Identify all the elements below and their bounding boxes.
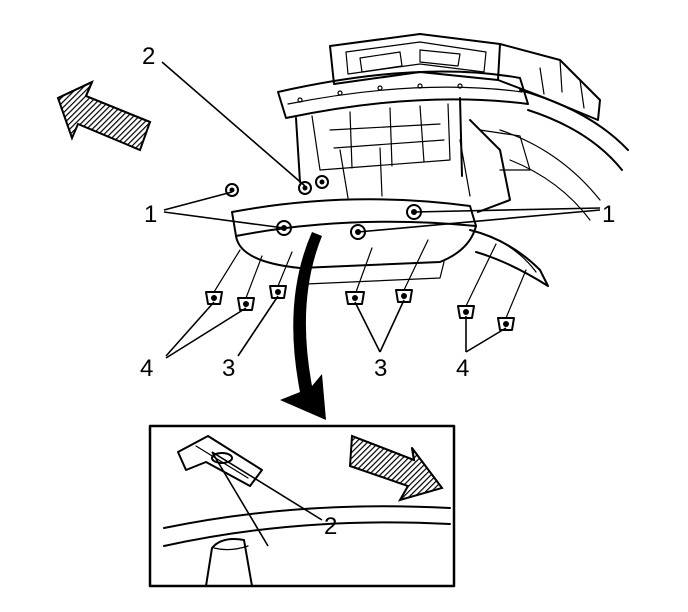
- leader-lines: [161, 61, 601, 359]
- push-pin-retainer-icon: [269, 285, 287, 299]
- push-pin-retainer-icon: [225, 183, 239, 197]
- callout-3-center: 3: [374, 355, 387, 382]
- push-pin-retainer-icon: [345, 291, 365, 305]
- direction-arrow-icon: [348, 434, 444, 502]
- push-pin-retainer-icon: [497, 317, 515, 331]
- callout-3-left: 3: [222, 355, 235, 382]
- push-pin-retainer-icon: [395, 289, 413, 303]
- callout-1-right: 1: [602, 201, 615, 228]
- detail-inset: 2: [148, 424, 456, 588]
- callout-4-left: 4: [140, 355, 153, 382]
- callout-4-right: 4: [456, 355, 469, 382]
- vehicle-frame-structure: [231, 33, 629, 287]
- push-pin-retainer-icon: [298, 181, 312, 195]
- callout-1-left: 1: [144, 201, 157, 228]
- callout-2-top: 2: [142, 43, 155, 70]
- push-pin-retainer-icon: [237, 297, 255, 311]
- callout-2-inset: 2: [324, 513, 337, 540]
- direction-arrow-icon: [56, 79, 152, 152]
- push-pin-retainer-icon: [457, 305, 475, 319]
- curved-view-arrow-icon: [280, 232, 326, 420]
- push-pin-retainer-icon: [205, 291, 223, 305]
- push-pin-retainer-icon: [315, 175, 329, 189]
